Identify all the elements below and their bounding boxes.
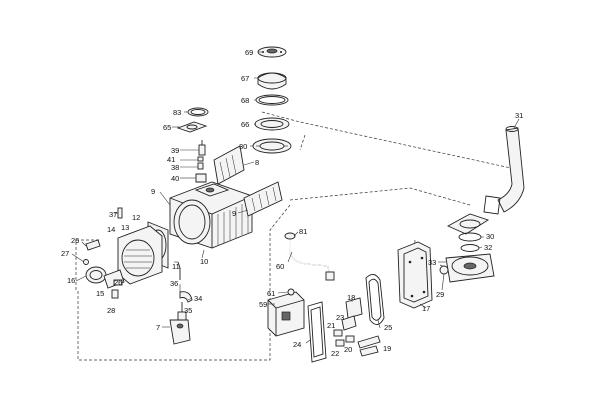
top-stack-parts — [252, 46, 292, 154]
label-23: 23 — [336, 313, 344, 322]
part-24-seal — [307, 301, 327, 363]
part-66-ring — [254, 117, 290, 131]
part-61-screw — [287, 288, 295, 296]
label-15: 15 — [96, 289, 104, 298]
part-59-gas-valve — [267, 288, 305, 337]
part-67-ring — [257, 72, 287, 90]
label-67: 67 — [241, 74, 249, 83]
part-36-pipe — [179, 291, 193, 303]
label-65: 65 — [163, 123, 171, 132]
label-27: 27 — [61, 249, 69, 258]
part-25-gasket — [365, 274, 385, 325]
label-83: 83 — [173, 108, 181, 117]
label-32: 32 — [484, 243, 492, 252]
label-26-left: 26 — [71, 236, 79, 245]
label-9-right: 9 — [232, 209, 236, 218]
label-17: 17 — [422, 304, 430, 313]
lower-center-parts — [169, 261, 193, 345]
label-13: 13 — [121, 223, 129, 232]
label-16: 16 — [67, 276, 75, 285]
part-60-gas-pipe — [284, 232, 335, 281]
label-34: 34 — [194, 294, 202, 303]
callout-labels: 69 67 68 66 30 83 65 39 41 38 40 8 9 9 3… — [61, 48, 523, 358]
label-40: 40 — [171, 174, 179, 183]
part-81-nut — [284, 232, 296, 240]
label-26-lower: 26 — [114, 278, 122, 287]
part-26-screw — [85, 239, 101, 251]
label-22: 22 — [331, 349, 339, 358]
label-9-left: 9 — [151, 187, 155, 196]
label-68: 68 — [241, 96, 249, 105]
label-81: 81 — [299, 227, 307, 236]
label-66: 66 — [241, 120, 249, 129]
part-8-bracket — [213, 145, 245, 185]
part-32-ring — [460, 244, 480, 252]
label-61: 61 — [267, 289, 275, 298]
part-18-module — [345, 297, 363, 319]
label-18: 18 — [347, 293, 355, 302]
label-60: 60 — [276, 262, 284, 271]
label-30-top: 30 — [239, 142, 247, 151]
part-21-clip — [333, 329, 343, 337]
part-16-ring — [85, 266, 107, 284]
label-41: 41 — [167, 155, 175, 164]
part-37-electrode — [117, 207, 123, 219]
label-35: 35 — [184, 306, 192, 315]
label-69: 69 — [245, 48, 253, 57]
label-10: 10 — [200, 257, 208, 266]
label-59: 59 — [259, 300, 267, 309]
label-36: 36 — [170, 279, 178, 288]
label-33: 33 — [428, 258, 436, 267]
part-28-clip — [111, 289, 119, 299]
label-31: 31 — [515, 111, 523, 120]
part-38-fitting — [197, 162, 204, 170]
control-electronics — [333, 297, 381, 357]
label-8: 8 — [255, 158, 259, 167]
part-41-clip — [197, 156, 204, 162]
part-9-baffle — [243, 181, 283, 217]
leader-lines — [71, 51, 520, 344]
upper-small-parts — [176, 107, 209, 183]
label-11: 11 — [172, 262, 180, 271]
part-39-sensor — [198, 144, 206, 156]
part-10-heat-exchanger — [169, 181, 253, 249]
part-29-sensor — [439, 265, 449, 275]
part-11-pipe — [177, 261, 181, 280]
label-19: 19 — [383, 344, 391, 353]
part-17-cover — [397, 241, 433, 309]
part-fan-hood — [446, 213, 490, 235]
part-31-flue-pipe — [483, 126, 525, 215]
label-29: 29 — [436, 290, 444, 299]
part-65-plate — [176, 121, 208, 133]
label-25: 25 — [384, 323, 392, 332]
part-7-valve — [169, 319, 191, 345]
right-fan-assembly — [439, 213, 495, 283]
label-14: 14 — [107, 225, 115, 234]
label-7: 7 — [156, 323, 160, 332]
part-20-clip — [345, 335, 355, 343]
part-30-gasket-right — [458, 232, 482, 242]
part-19-connector — [357, 335, 381, 349]
part-22-clip — [335, 339, 345, 347]
label-38: 38 — [171, 163, 179, 172]
part-40-block — [195, 173, 207, 183]
part-23-relay — [341, 315, 357, 331]
part-26b-bracket — [113, 279, 123, 286]
part-27-nut — [83, 259, 89, 265]
label-39: 39 — [171, 146, 179, 155]
label-30-right: 30 — [486, 232, 494, 241]
label-12: 12 — [132, 213, 140, 222]
label-20: 20 — [344, 345, 352, 354]
label-28: 28 — [107, 306, 115, 315]
label-21: 21 — [327, 321, 335, 330]
label-37: 37 — [109, 210, 117, 219]
left-front-assembly — [83, 207, 169, 299]
label-24: 24 — [293, 340, 301, 349]
